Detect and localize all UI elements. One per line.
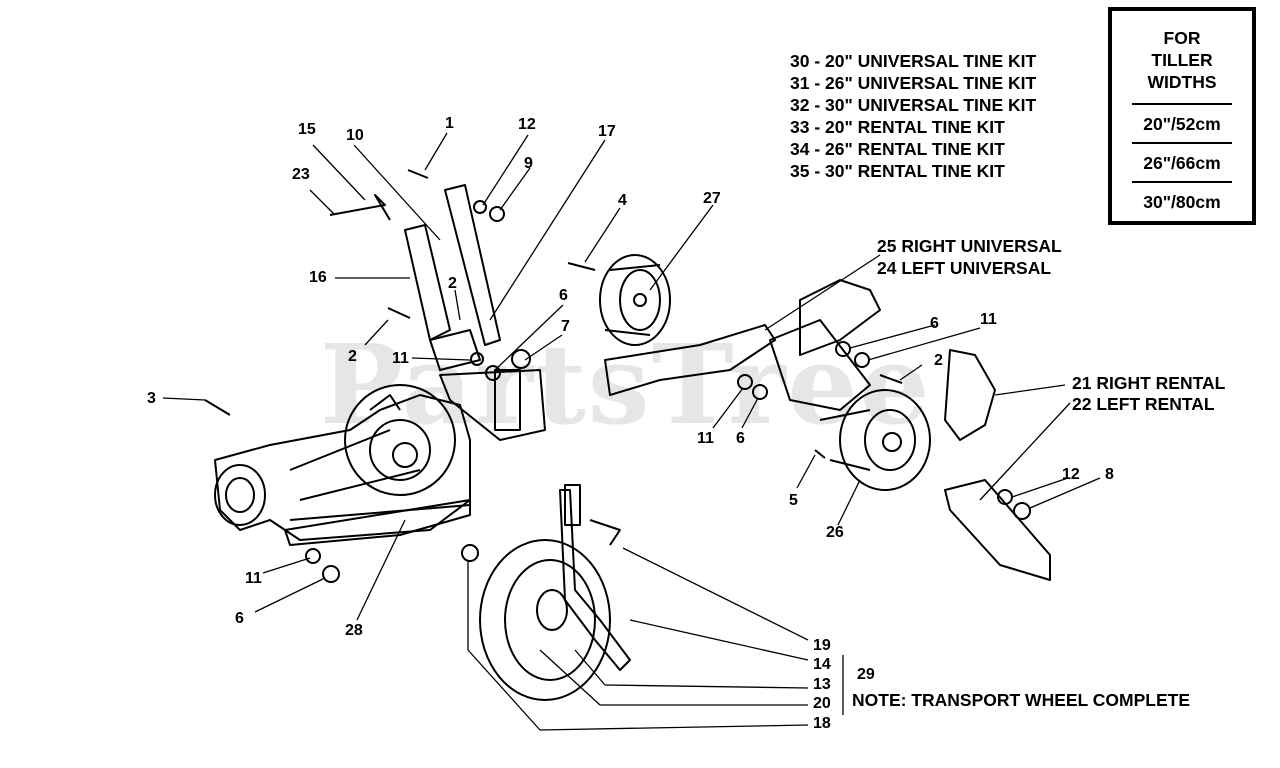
callout-2: 2 [934, 352, 943, 369]
callout-6: 6 [736, 430, 745, 447]
width-box-header: FOR TILLER WIDTHS [1112, 27, 1252, 93]
callout-20: 20 [813, 695, 831, 712]
hardware-drawing [204, 169, 1031, 583]
callout-16: 16 [309, 269, 327, 286]
callout-4: 4 [618, 192, 627, 209]
callout-5: 5 [789, 492, 798, 509]
kit-item: 33 - 20" RENTAL TINE KIT [790, 117, 1005, 137]
callout-24-left-universal: 24 LEFT UNIVERSAL [877, 258, 1052, 278]
callout-11: 11 [392, 350, 409, 367]
callout-25-right-universal: 25 RIGHT UNIVERSAL [877, 236, 1062, 256]
callout-29: 29 [857, 666, 875, 683]
callout-23: 23 [292, 166, 310, 183]
universal-tine-drawing [604, 279, 881, 411]
callout-6: 6 [930, 315, 939, 332]
watermark: PartsTree [320, 320, 932, 449]
callout-9: 9 [524, 155, 533, 172]
callout-12: 12 [518, 116, 536, 133]
header-line: TILLER [1151, 50, 1213, 70]
callout-17: 17 [598, 123, 616, 140]
header-line: FOR [1163, 28, 1201, 48]
callout-8: 8 [1105, 466, 1114, 483]
callout-26: 26 [826, 524, 844, 541]
header-line: WIDTHS [1147, 72, 1217, 92]
callout-28: 28 [345, 622, 363, 639]
callout-27: 27 [703, 190, 721, 207]
transport-wheel-drawing [479, 484, 631, 701]
kit-item: 31 - 26" UNIVERSAL TINE KIT [790, 73, 1037, 93]
leader-lines [162, 132, 1101, 731]
callout-15: 15 [298, 121, 316, 138]
tiller-width-box: FOR TILLER WIDTHS 20"/52cm 26"/66cm 30"/… [1108, 7, 1256, 225]
callout-18: 18 [813, 715, 831, 732]
callout-3: 3 [147, 390, 156, 407]
callout-19: 19 [813, 637, 831, 654]
callout-2: 2 [348, 348, 357, 365]
callout-14: 14 [813, 656, 831, 673]
rental-tine-drawing [944, 349, 1051, 581]
hub-26-drawing [819, 389, 931, 491]
divider [1132, 103, 1232, 105]
tine-kit-list: 30 - 20" UNIVERSAL TINE KIT 31 - 26" UNI… [790, 50, 1036, 182]
callout-6: 6 [235, 610, 244, 627]
width-30: 30"/80cm [1143, 192, 1221, 212]
callout-1: 1 [445, 115, 454, 132]
hub-27-drawing [599, 254, 671, 346]
callout-6: 6 [559, 287, 568, 304]
callout-11: 11 [980, 311, 997, 328]
callout-11: 11 [697, 430, 714, 447]
callout-21-right-rental: 21 RIGHT RENTAL [1072, 373, 1226, 393]
callout-22-left-rental: 22 LEFT RENTAL [1072, 394, 1215, 414]
kit-item: 30 - 20" UNIVERSAL TINE KIT [790, 51, 1037, 71]
kit-item: 35 - 30" RENTAL TINE KIT [790, 161, 1005, 181]
width-26: 26"/66cm [1143, 153, 1221, 173]
callout-2: 2 [448, 275, 457, 292]
gear-case-drawing [214, 384, 471, 546]
width-20: 20"/52cm [1143, 114, 1221, 134]
callout-10: 10 [346, 127, 364, 144]
transport-wheel-note: NOTE: TRANSPORT WHEEL COMPLETE [852, 690, 1191, 710]
callout-12: 12 [1062, 466, 1080, 483]
callout-13: 13 [813, 676, 831, 693]
divider [1132, 181, 1232, 183]
divider [1132, 142, 1232, 144]
kit-item: 32 - 30" UNIVERSAL TINE KIT [790, 95, 1037, 115]
callout-7: 7 [561, 318, 570, 335]
depth-bar-bracket [404, 184, 546, 441]
kit-item: 34 - 26" RENTAL TINE KIT [790, 139, 1005, 159]
callout-11: 11 [245, 570, 262, 587]
